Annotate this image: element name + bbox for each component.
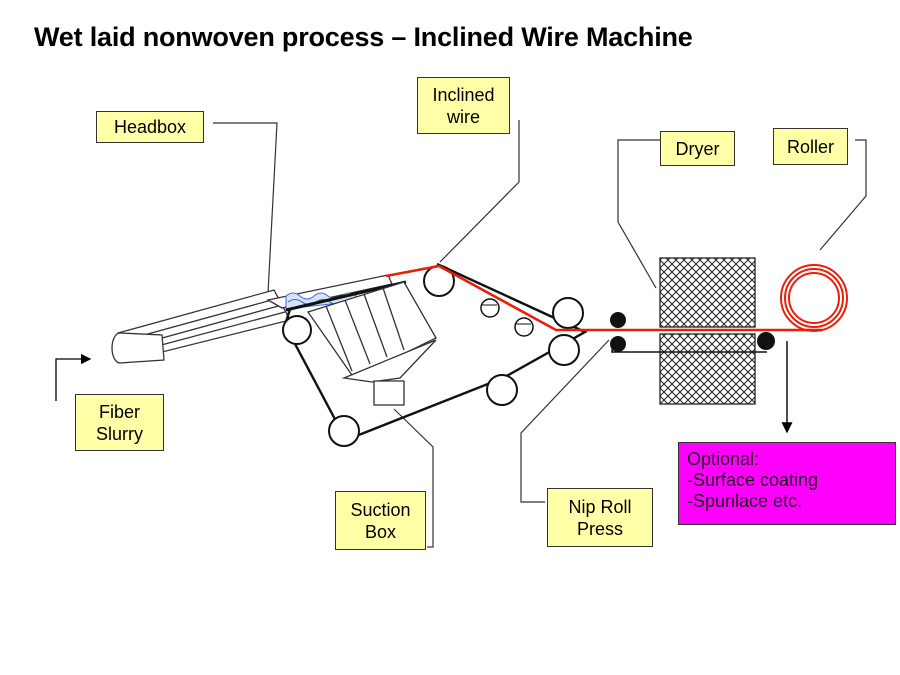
label-fiber-slurry: Fiber Slurry [75,394,164,451]
label-nip-roll-press: Nip Roll Press [547,488,653,547]
roller-leader [819,139,867,251]
nip-rolls [610,312,775,352]
roll-bottom-mid [486,374,518,406]
label-fiber-slurry-line1: Fiber [98,401,140,422]
roll-left [282,315,312,345]
optional-item-spunlace: -Spunlace etc. [687,491,803,511]
label-roller: Roller [773,128,848,165]
roll-small-2 [514,317,534,337]
roll-small-1 [480,298,500,318]
label-dryer: Dryer [660,131,735,166]
label-suction-box-line2: Box [364,521,397,542]
suction-box-leader [393,408,434,548]
label-inclined-wire-line2: wire [446,106,480,127]
label-suction-box: Suction Box [335,491,426,550]
label-fiber-slurry-line2: Slurry [95,423,143,444]
dryer-leader [617,139,660,289]
label-suction-box-line1: Suction [350,499,411,520]
label-nip-roll-press-line2: Press [576,518,623,539]
drive-roll [757,332,775,350]
suction-box [306,281,437,406]
optional-item-surface-coating: -Surface coating [687,470,819,490]
headbox [266,274,407,312]
headbox-leader [213,122,278,294]
nip-roll-bottom [610,336,626,352]
label-inclined-wire-line1: Inclined [432,84,495,105]
nonwoven-web [385,264,822,332]
page-title: Wet laid nonwoven process – Inclined Wir… [34,22,693,52]
roll-right-lower [548,334,580,366]
label-optional-processes: Optional: -Surface coating -Spunlace etc… [678,442,896,525]
roll-right-upper [552,297,584,329]
winding-roller [780,264,848,332]
feed-arrow [55,353,92,401]
roll-bottom-left [328,415,360,447]
dryer [659,257,756,405]
leader-lines [213,120,867,548]
optional-heading: Optional: [687,449,760,469]
nip-roll-top [610,312,626,328]
feed-tube [111,289,291,364]
label-headbox: Headbox [96,111,204,143]
label-inclined-wire: Inclined wire [417,77,510,134]
label-nip-roll-press-line1: Nip Roll [568,496,632,517]
inclined-wire-leader [439,120,520,263]
wire-rolls [282,265,584,447]
nip-roll-leader [520,339,610,503]
